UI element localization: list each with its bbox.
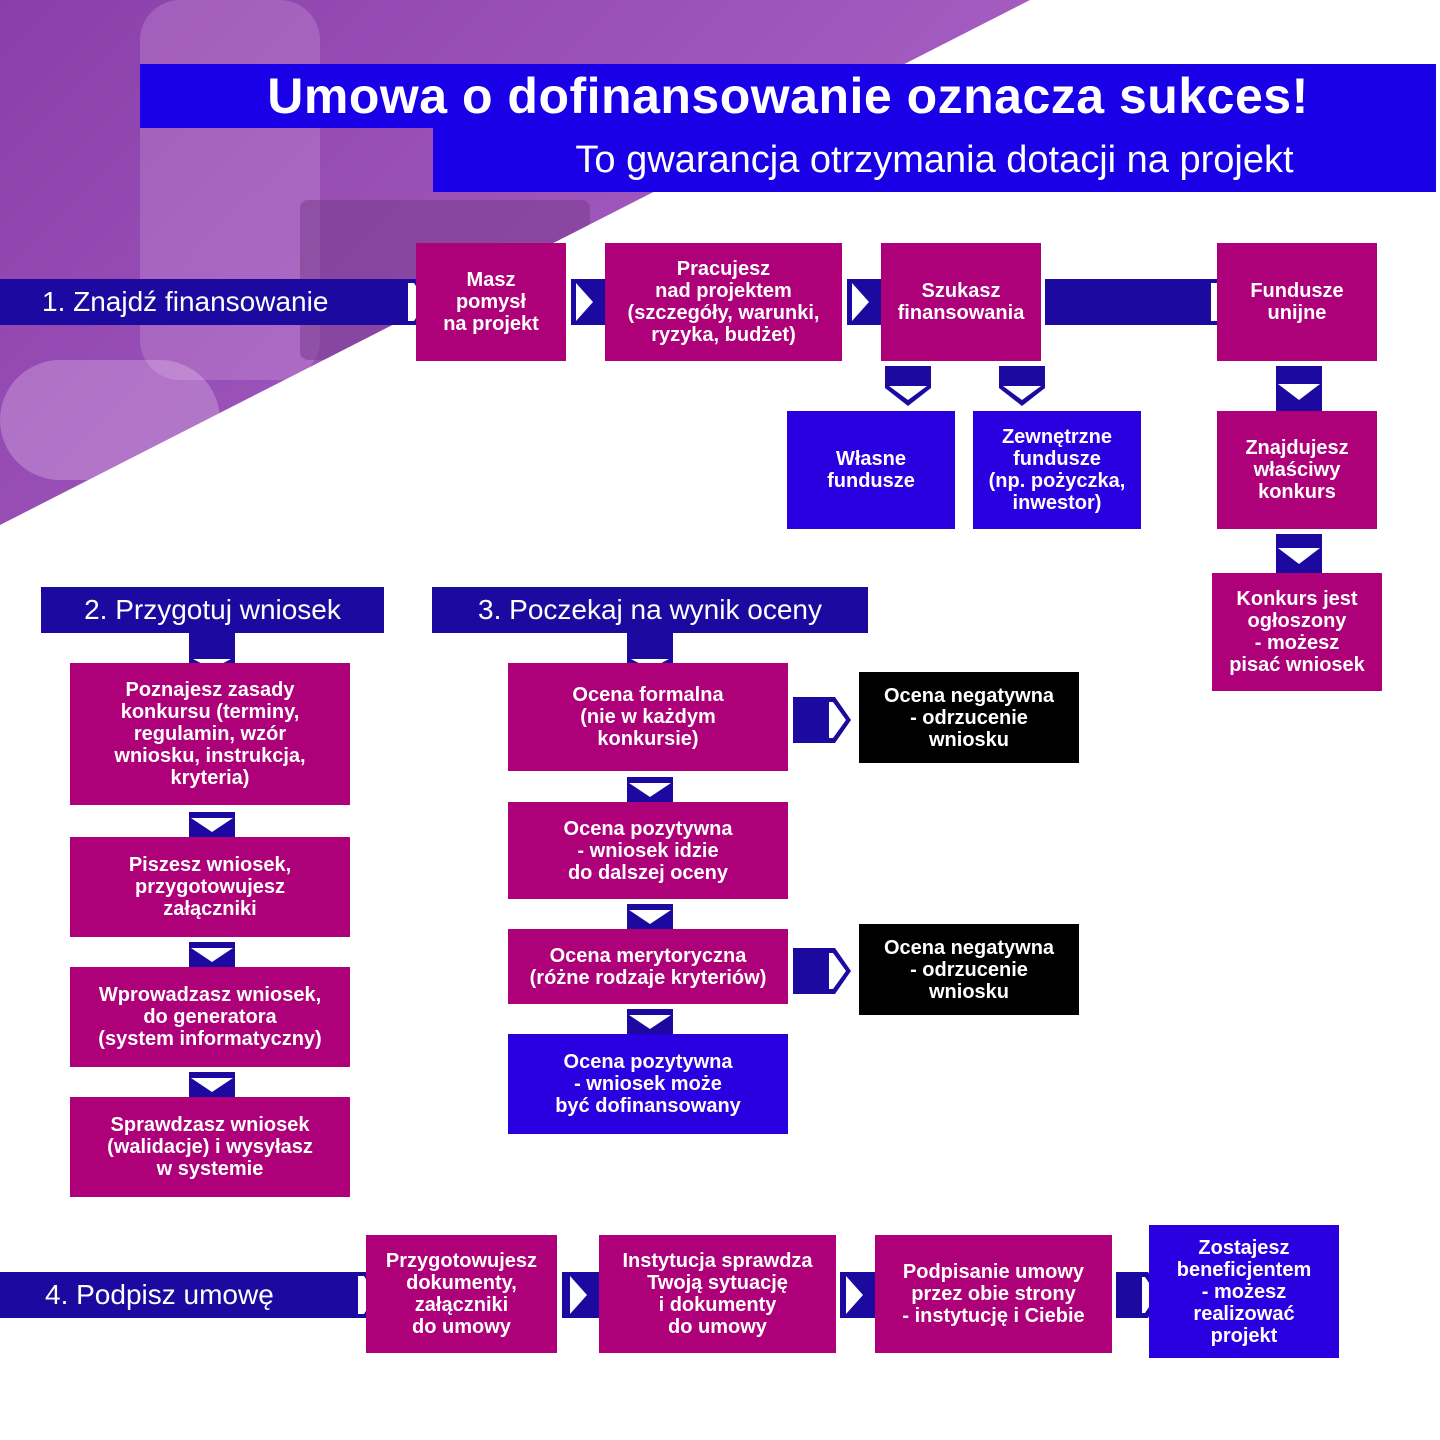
arrow-down-icon [627, 777, 673, 802]
step3-box-positive-formal: Ocena pozytywna - wniosek idzie do dalsz… [508, 802, 788, 899]
step3-box-merit: Ocena merytoryczna (różne rodzaje kryter… [508, 929, 788, 1004]
step3-negative-formal: Ocena negatywna - odrzucenie wniosku [859, 672, 1079, 763]
eu-box-contest-announced: Konkurs jest ogłoszony - możesz pisać wn… [1212, 573, 1382, 691]
arrow-down-icon [885, 366, 931, 406]
arrow-right-icon [793, 697, 851, 743]
step2-box-validate-send: Sprawdzasz wniosek (walidacje) i wysyłas… [70, 1097, 350, 1197]
step1-box-eu-funds: Fundusze unijne [1217, 243, 1377, 361]
photo-shoe-shape [0, 360, 220, 480]
arrow-down-icon [189, 812, 235, 837]
step2-box-rules: Poznajesz zasady konkursu (terminy, regu… [70, 663, 350, 805]
step3-negative-merit: Ocena negatywna - odrzucenie wniosku [859, 924, 1079, 1015]
step4-label: 4. Podpisz umowę [45, 1279, 274, 1310]
step3-box-formal: Ocena formalna (nie w każdym konkursie) [508, 663, 788, 771]
step2-box-write: Piszesz wniosek, przygotowujesz załączni… [70, 837, 350, 937]
arrow-down-icon [1276, 534, 1322, 573]
step4-box-signing: Podpisanie umowy przez obie strony - ins… [875, 1235, 1112, 1353]
eu-box-find-contest: Znajdujesz właściwy konkurs [1217, 411, 1377, 529]
branch-own-funds: Własne fundusze [787, 411, 955, 529]
arrow-right-icon [793, 948, 851, 994]
arrow-right-icon [1045, 279, 1235, 325]
step2-label-bar: 2. Przygotuj wniosek [41, 587, 384, 633]
arrow-down-icon [1276, 366, 1322, 411]
step4-box-beneficiary: Zostajesz beneficjentem - możesz realizo… [1149, 1225, 1339, 1358]
step4-box-prepare-docs: Przygotowujesz dokumenty, załączniki do … [366, 1235, 557, 1353]
arrow-down-icon [189, 942, 235, 967]
arrow-down-icon [627, 904, 673, 929]
step3-label: 3. Poczekaj na wynik oceny [478, 594, 822, 625]
step1-label: 1. Znajdź finansowanie [42, 286, 329, 317]
page-title: Umowa o dofinansowanie oznacza sukces! [140, 64, 1436, 128]
step4-label-bar: 4. Podpisz umowę [0, 1272, 362, 1318]
arrow-right-icon [847, 279, 881, 325]
arrow-down-icon [999, 366, 1045, 406]
step1-box-seek-funding: Szukasz finansowania [881, 243, 1041, 361]
arrow-right-icon [571, 279, 605, 325]
arrow-right-icon [562, 1272, 599, 1318]
step2-label: 2. Przygotuj wniosek [84, 594, 341, 625]
step3-label-bar: 3. Poczekaj na wynik oceny [432, 587, 868, 633]
arrow-right-icon [840, 1272, 875, 1318]
arrow-down-icon [189, 1072, 235, 1097]
branch-external-funds: Zewnętrzne fundusze (np. pożyczka, inwes… [973, 411, 1141, 529]
step4-box-institution-check: Instytucja sprawdza Twoją sytuację i dok… [599, 1235, 836, 1353]
step1-label-bar: 1. Znajdź finansowanie [0, 279, 412, 325]
step1-box-idea: Masz pomysł na projekt [416, 243, 566, 361]
step3-box-positive-final: Ocena pozytywna - wniosek może być dofin… [508, 1034, 788, 1134]
page-subtitle: To gwarancja otrzymania dotacji na proje… [433, 128, 1436, 192]
step1-box-project-work: Pracujesz nad projektem (szczegóły, waru… [605, 243, 842, 361]
arrow-down-icon [627, 1009, 673, 1034]
step2-box-enter-generator: Wprowadzasz wniosek, do generatora (syst… [70, 967, 350, 1067]
